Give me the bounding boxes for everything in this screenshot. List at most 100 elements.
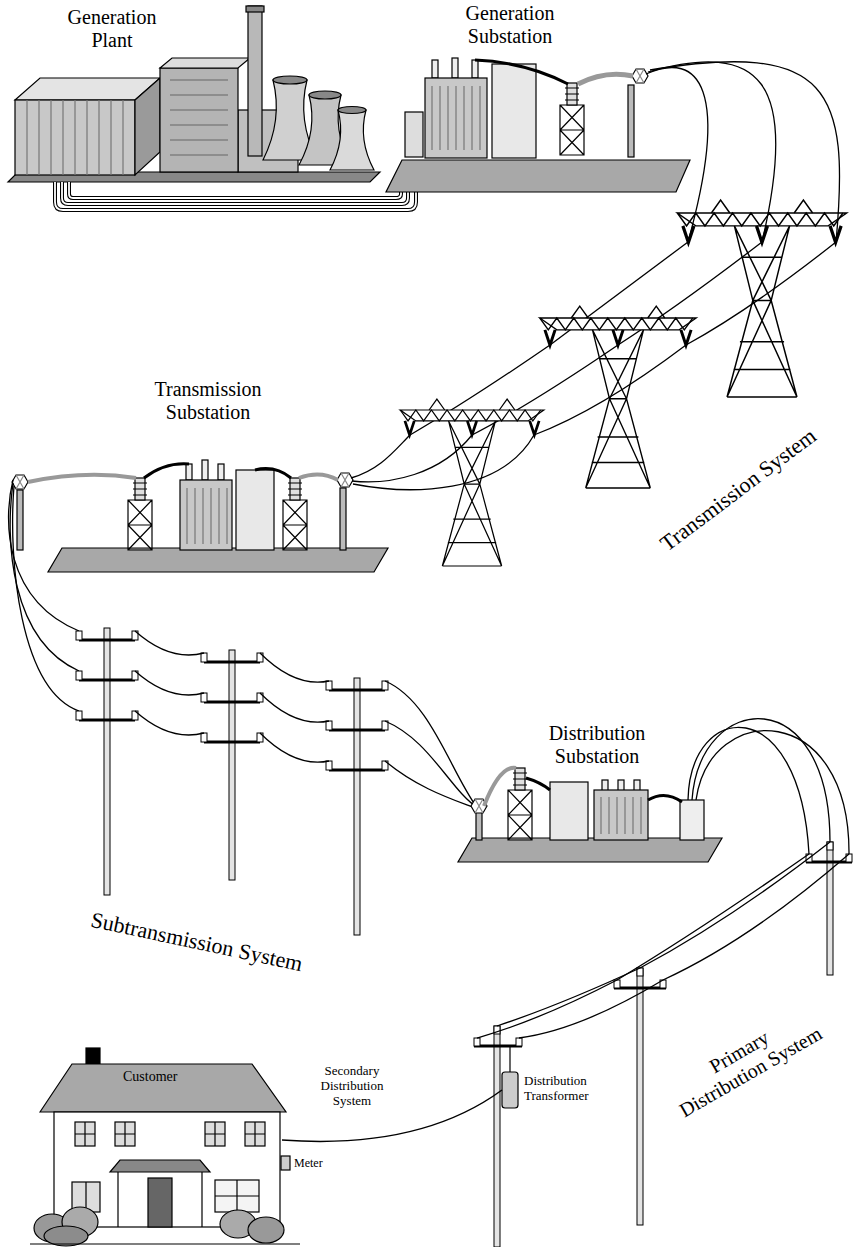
distribution-substation <box>680 800 704 840</box>
primary-distribution-lines <box>474 1038 480 1046</box>
generation-plant <box>160 58 250 68</box>
generation-plant <box>8 6 380 182</box>
subtransmission-lines <box>135 631 204 655</box>
subtransmission-lines <box>326 761 388 770</box>
subtransmission-lines <box>9 480 79 631</box>
primary-distribution-lines <box>519 980 663 1038</box>
system-label: Subtransmission System <box>89 907 305 977</box>
transmission-substation <box>202 460 208 480</box>
transmission-substation <box>28 475 136 482</box>
distribution-substation <box>484 768 516 806</box>
customer-house <box>110 1160 210 1172</box>
distribution-substation <box>458 768 722 862</box>
distribution-transformer <box>509 1046 510 1072</box>
customer-house <box>281 1156 290 1170</box>
generation-plant <box>309 91 341 99</box>
subtransmission-lines <box>326 681 388 690</box>
subtransmission-lines <box>104 628 110 895</box>
generation-substation <box>475 60 568 84</box>
generation-substation <box>578 74 633 84</box>
distribution-transformer <box>282 1046 518 1141</box>
transmission-towers <box>646 68 708 242</box>
subtransmission-lines <box>135 631 480 810</box>
generation-plant <box>338 107 366 114</box>
generation-substation <box>628 85 634 157</box>
plant-cables <box>55 182 416 210</box>
transmission-towers <box>648 62 776 242</box>
distribution-substation <box>550 782 588 840</box>
transmission-substation <box>186 464 192 480</box>
subtransmission-lines <box>260 693 329 722</box>
generation-substation <box>432 86 480 150</box>
subtransmission-lines <box>385 721 478 808</box>
customer-house <box>248 1217 284 1243</box>
generation-plant <box>27 100 123 175</box>
transmission-substation <box>12 435 534 572</box>
transmission-substation <box>353 435 534 490</box>
generation-substation <box>386 58 690 192</box>
transmission-substation <box>218 464 224 480</box>
primary-distribution-lines <box>516 1038 522 1046</box>
plant-cables <box>69 182 401 198</box>
plant-cables <box>62 182 408 204</box>
distribution-substation <box>526 778 550 790</box>
subtransmission-lines <box>135 711 204 735</box>
subtransmission-lines <box>201 693 263 702</box>
generation-substation <box>492 64 536 158</box>
transmission-substation <box>17 490 23 550</box>
primary-distribution-lines <box>806 861 852 864</box>
transmission-substation <box>180 480 232 550</box>
subtransmission-lines <box>354 678 360 935</box>
generation-substation <box>432 60 438 78</box>
subtransmission-lines <box>76 631 138 640</box>
subtransmission-lines <box>260 733 329 762</box>
customer-house <box>30 1243 300 1244</box>
transmission-towers <box>650 62 840 242</box>
subtransmission-lines <box>385 681 476 806</box>
generation-plant <box>248 6 262 156</box>
customer-house <box>118 1172 202 1227</box>
distribution-substation <box>594 790 648 840</box>
transmission-towers <box>686 242 836 345</box>
generation-substation <box>560 83 584 155</box>
transmission-substation <box>187 488 227 544</box>
customer-house <box>40 1064 286 1112</box>
transmission-substation <box>352 435 472 482</box>
primary-distribution-lines <box>640 842 830 968</box>
generation-substation <box>472 60 478 78</box>
generation-substation <box>425 78 487 158</box>
transmission-towers <box>400 62 846 566</box>
generation-plant <box>160 68 238 172</box>
primary-distribution-lines <box>497 968 640 1026</box>
transmission-substation <box>340 488 346 550</box>
customer-house <box>44 1226 88 1246</box>
transmission-towers <box>534 345 686 435</box>
transmission-substation <box>255 469 291 478</box>
primary-distribution-lines <box>688 719 849 854</box>
generation-substation <box>386 160 690 192</box>
generation-substation <box>405 112 423 157</box>
transmission-substation <box>337 473 353 487</box>
subtransmission-lines <box>10 483 79 671</box>
transmission-substation <box>236 470 274 550</box>
subtransmission-lines <box>76 711 138 720</box>
plant-cables <box>62 182 408 204</box>
customer-house <box>86 1180 259 1212</box>
generation-plant <box>330 110 374 170</box>
plant-label: Generation Plant <box>52 6 172 52</box>
transmission-substation <box>299 474 338 480</box>
distribution-transformer <box>502 1072 518 1108</box>
transmission-substation <box>351 435 534 490</box>
distribution-substation <box>601 797 641 834</box>
transmission-towers <box>400 399 544 566</box>
substation-label: Distribution Substation <box>532 722 662 768</box>
transmission-substation <box>128 478 152 550</box>
primary-distribution-lines <box>494 1026 500 1247</box>
generation-plant <box>170 80 228 155</box>
subtransmission-lines <box>229 650 235 880</box>
customer-house <box>148 1178 172 1227</box>
primary-distribution-lines <box>617 854 809 980</box>
plant-cables <box>55 182 416 210</box>
subtransmission-lines <box>9 480 480 935</box>
